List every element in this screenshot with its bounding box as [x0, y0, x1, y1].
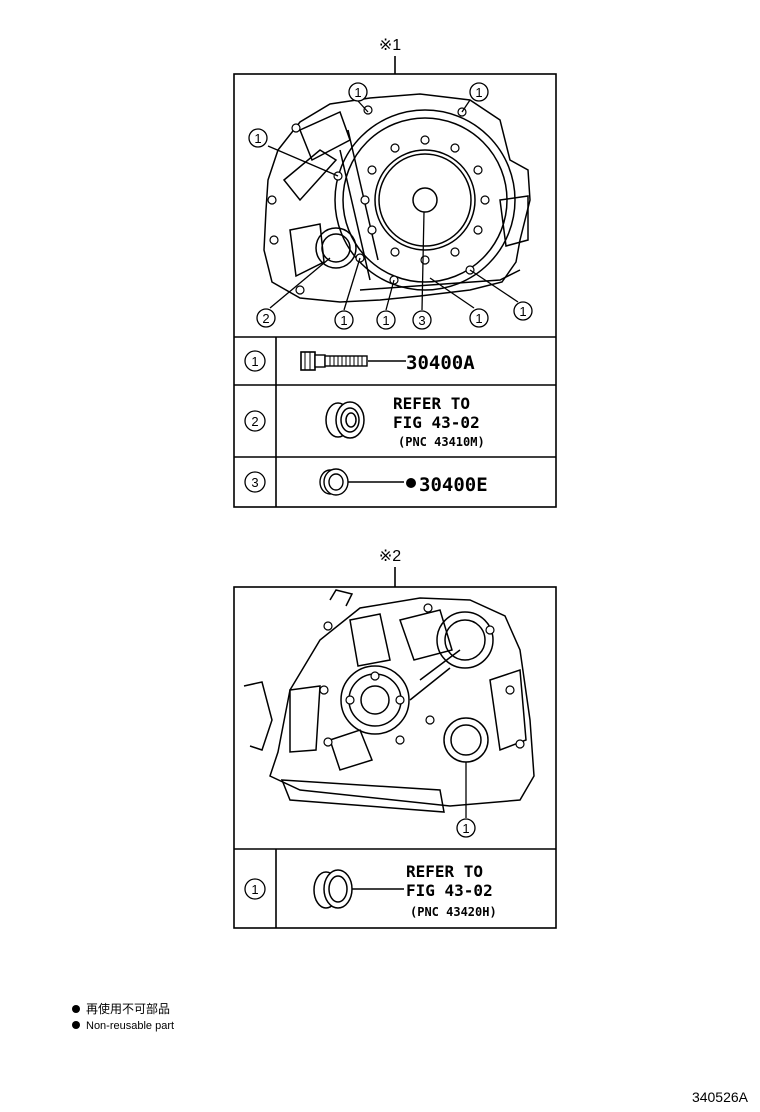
- callout-label: 1: [254, 131, 261, 146]
- callout-label: 1: [340, 313, 347, 328]
- refer-pnc: (PNC 43410M): [398, 435, 485, 449]
- figure1-callouts: [248, 82, 533, 330]
- bolt-icon: [300, 351, 368, 371]
- transaxle-rear-view-drawing: [243, 589, 535, 813]
- callout-label: 1: [475, 311, 482, 326]
- row-callout: 1: [251, 882, 258, 897]
- transaxle-front-view-drawing: [263, 93, 531, 303]
- callout-label: 1: [354, 85, 361, 100]
- figure1-leader-lines: [267, 99, 519, 311]
- legend-dot-icon: [72, 1005, 80, 1013]
- refer-line-2: FIG 43-02: [393, 413, 480, 432]
- figure1-frame: [233, 73, 557, 508]
- row-callout: 3: [251, 475, 258, 490]
- legend-dot-icon: [72, 1021, 80, 1029]
- callout-label: 2: [262, 311, 269, 326]
- table-row: 1 REFER TO FIG 43-02 (PNC 43420H): [244, 862, 497, 919]
- figure2-frame: [233, 586, 557, 929]
- callout-label: 3: [418, 313, 425, 328]
- refer-line-1: REFER TO: [406, 862, 483, 881]
- oil-seal-small-icon: [319, 468, 349, 496]
- diagram-id: 340526A: [692, 1089, 749, 1105]
- table-row: 2 REFER TO FIG 43-02 (PNC 43410M): [244, 394, 485, 449]
- oil-seal-icon: [313, 869, 353, 909]
- housing-bolt-holes: [319, 603, 525, 749]
- flange-bolt-holes: [267, 105, 490, 295]
- oil-seal-icon: [325, 401, 365, 439]
- refer-line-2: FIG 43-02: [406, 881, 493, 900]
- row-callout: 1: [251, 354, 258, 369]
- callout-label: 1: [462, 821, 469, 836]
- table-row: 1 30400A: [244, 350, 475, 374]
- callout-label: 1: [382, 313, 389, 328]
- refer-line-1: REFER TO: [393, 394, 470, 413]
- table-row: 3 30400E: [244, 468, 488, 496]
- callout-label: 1: [475, 85, 482, 100]
- non-reusable-dot-icon: [406, 478, 416, 488]
- legend-line-2: Non-reusable part: [86, 1020, 174, 1032]
- callout-label: 1: [519, 304, 526, 319]
- figure1-marker: ※1: [379, 37, 401, 54]
- row-callout: 2: [251, 414, 258, 429]
- refer-pnc: (PNC 43420H): [410, 905, 497, 919]
- legend: 再使用不可部品 Non-reusable part: [72, 1001, 174, 1032]
- figure2-marker: ※2: [379, 548, 401, 565]
- legend-line-1: 再使用不可部品: [86, 1001, 170, 1016]
- part-number: 30400E: [419, 474, 488, 496]
- part-number: 30400A: [406, 352, 475, 374]
